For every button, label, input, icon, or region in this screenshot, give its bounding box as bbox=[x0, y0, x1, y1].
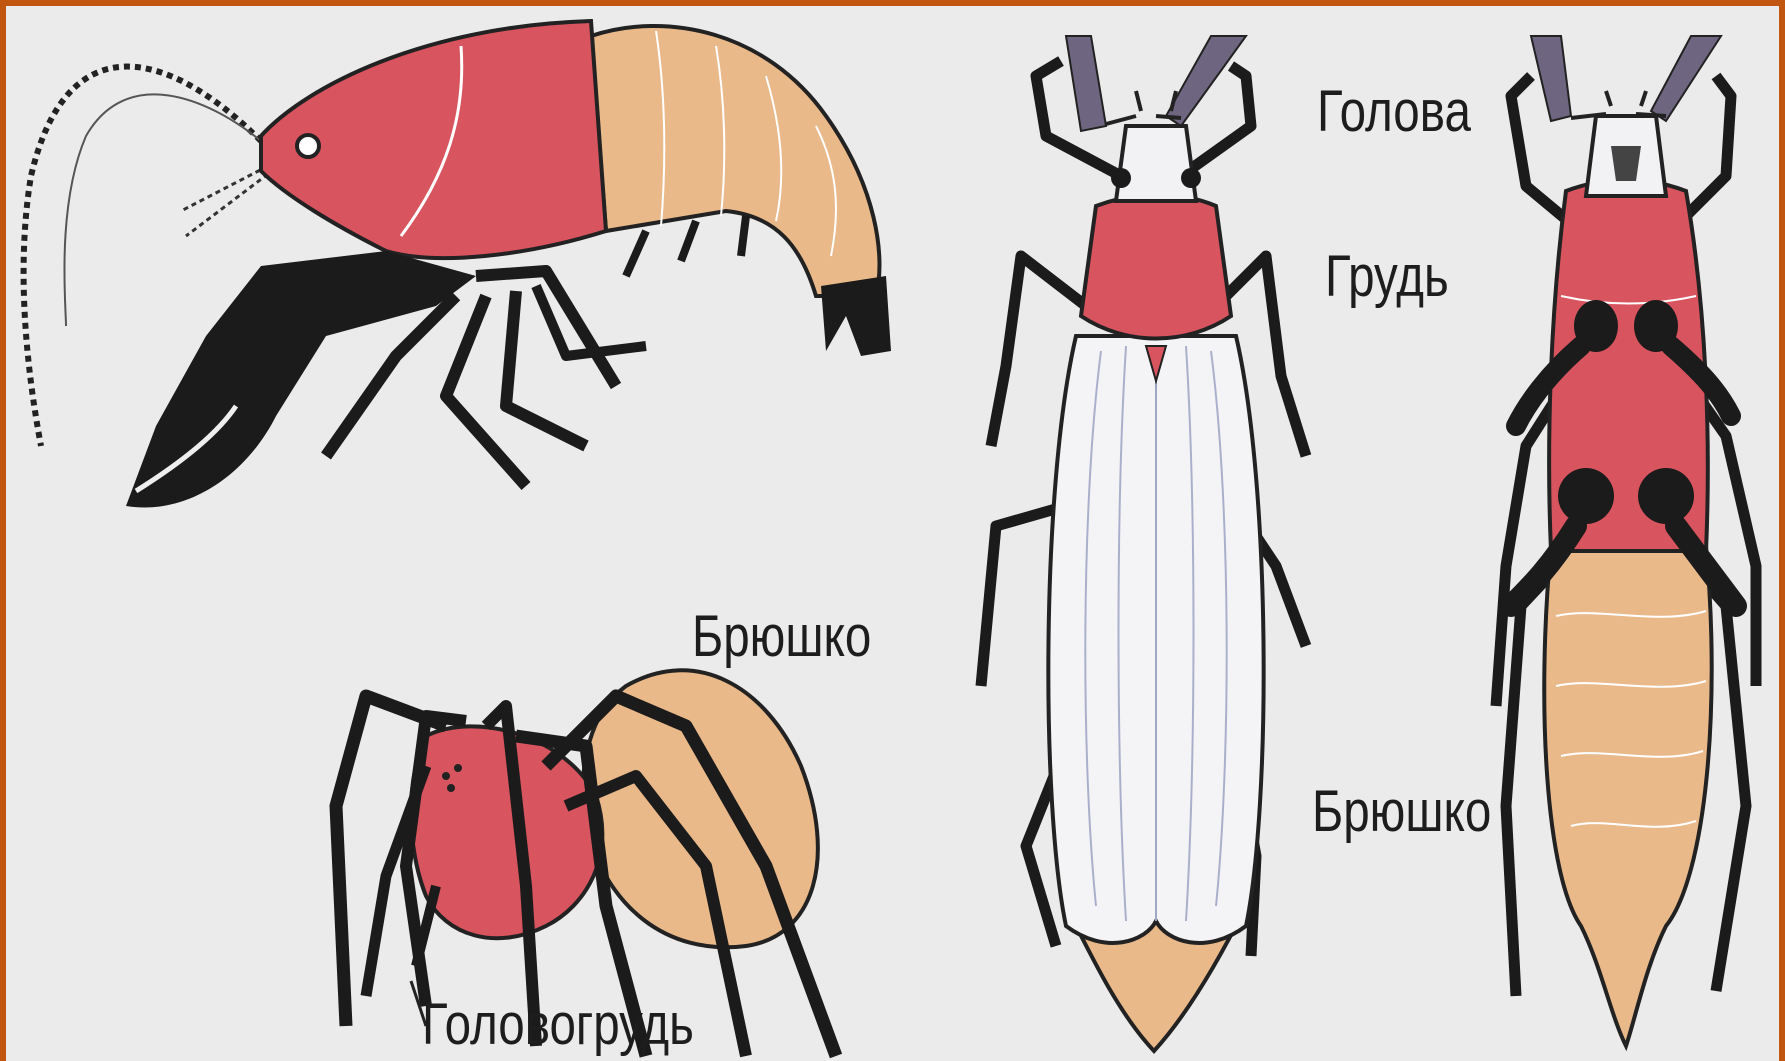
crayfish-eye bbox=[297, 135, 319, 157]
beetle-top-thorax bbox=[1081, 195, 1231, 339]
crayfish-illustration bbox=[24, 21, 891, 508]
beetle-bottom-abdomen bbox=[1544, 546, 1711, 1046]
label-abdomen-spider: Брюшко bbox=[692, 603, 871, 670]
label-thorax: Грудь bbox=[1325, 243, 1449, 310]
crayfish-tail-fan bbox=[821, 276, 891, 356]
body-parts-illustration bbox=[6, 6, 1779, 1061]
crayfish-antennule bbox=[181, 166, 268, 211]
beetle-top-head bbox=[1116, 126, 1196, 201]
beetle-top-illustration bbox=[981, 36, 1306, 1051]
crayfish-claw bbox=[126, 251, 476, 508]
label-cephalothorax: Головогрудь bbox=[422, 991, 694, 1058]
crayfish-antenna-thin bbox=[64, 94, 261, 326]
crayfish-antennule bbox=[186, 174, 268, 236]
label-abdomen-beetle: Брюшко bbox=[1312, 778, 1491, 845]
label-head: Голова bbox=[1317, 78, 1471, 145]
beetle-bottom-illustration bbox=[1496, 36, 1756, 1046]
diagram-canvas: Голова Грудь Брюшко Брюшко Головогрудь bbox=[6, 6, 1779, 1061]
